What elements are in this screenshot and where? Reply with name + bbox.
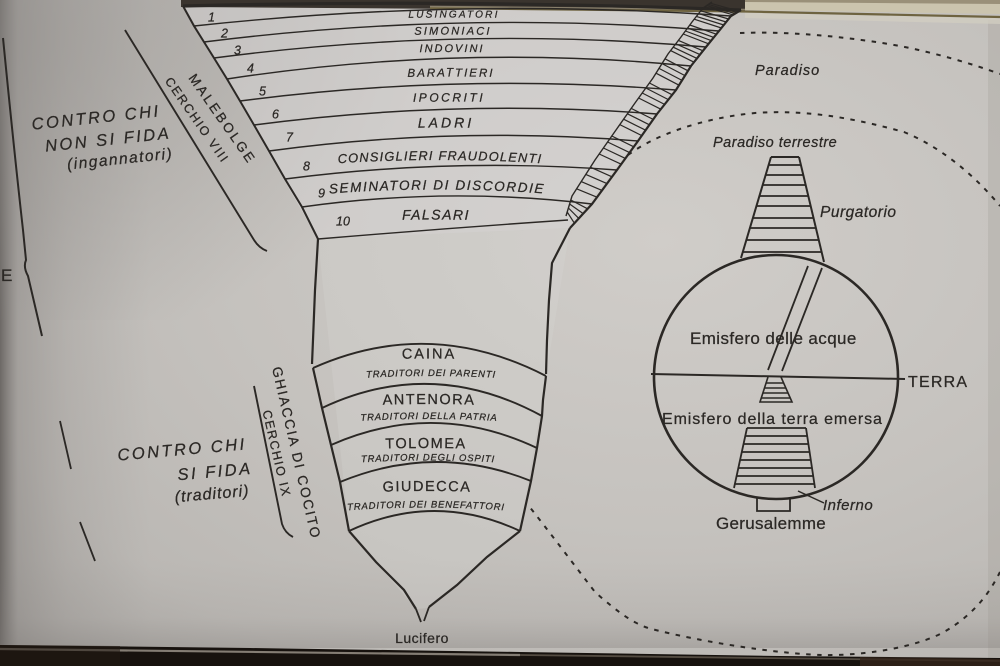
svg-text:LADRI: LADRI (418, 114, 475, 130)
svg-text:TRADITORI DEI PARENTI: TRADITORI DEI PARENTI (366, 368, 496, 381)
svg-text:TRADITORI DEGLI OSPITI: TRADITORI DEGLI OSPITI (361, 452, 496, 465)
svg-text:1: 1 (208, 11, 215, 25)
svg-text:Lucifero: Lucifero (395, 630, 449, 646)
svg-text:ANTENORA: ANTENORA (382, 392, 475, 409)
svg-text:Paradiso: Paradiso (755, 63, 820, 79)
svg-text:Gerusalemme: Gerusalemme (716, 514, 826, 533)
svg-text:TERRA: TERRA (908, 374, 968, 391)
svg-text:IPOCRITI: IPOCRITI (413, 90, 485, 104)
svg-text:LUSINGATORI: LUSINGATORI (408, 9, 499, 20)
svg-text:INDOVINI: INDOVINI (419, 43, 484, 55)
svg-text:6: 6 (272, 108, 279, 122)
svg-text:2: 2 (220, 27, 228, 41)
svg-text:8: 8 (303, 160, 310, 174)
svg-text:(traditori): (traditori) (174, 483, 250, 506)
svg-text:10: 10 (336, 215, 350, 229)
svg-text:E: E (1, 266, 12, 285)
svg-text:Paradiso terrestre: Paradiso terrestre (713, 135, 837, 151)
svg-text:CAINA: CAINA (402, 346, 457, 362)
svg-text:4: 4 (247, 62, 254, 76)
svg-text:9: 9 (318, 187, 325, 201)
svg-text:TRADITORI DEI BENEFATTORI: TRADITORI DEI BENEFATTORI (347, 499, 505, 513)
svg-text:3: 3 (234, 44, 241, 58)
svg-text:GIUDECCA: GIUDECCA (382, 479, 471, 496)
svg-text:FALSARI: FALSARI (402, 206, 470, 222)
svg-text:BARATTIERI: BARATTIERI (407, 67, 494, 79)
svg-text:TRADITORI DELLA PATRIA: TRADITORI DELLA PATRIA (360, 411, 498, 424)
svg-text:5: 5 (259, 85, 266, 99)
svg-text:Inferno: Inferno (823, 497, 873, 514)
svg-text:7: 7 (286, 131, 294, 145)
svg-text:Purgatorio: Purgatorio (820, 204, 897, 221)
svg-text:Emisfero della terra emersa: Emisfero della terra emersa (662, 411, 883, 428)
svg-text:SEMINATORI DI DISCORDIE: SEMINATORI DI DISCORDIE (328, 177, 545, 196)
svg-text:Emisfero delle acque: Emisfero delle acque (690, 329, 857, 348)
svg-text:CONSIGLIERI FRAUDOLENTI: CONSIGLIERI FRAUDOLENTI (337, 148, 542, 166)
svg-text:SIMONIACI: SIMONIACI (414, 25, 492, 37)
svg-text:TOLOMEA: TOLOMEA (385, 436, 467, 453)
